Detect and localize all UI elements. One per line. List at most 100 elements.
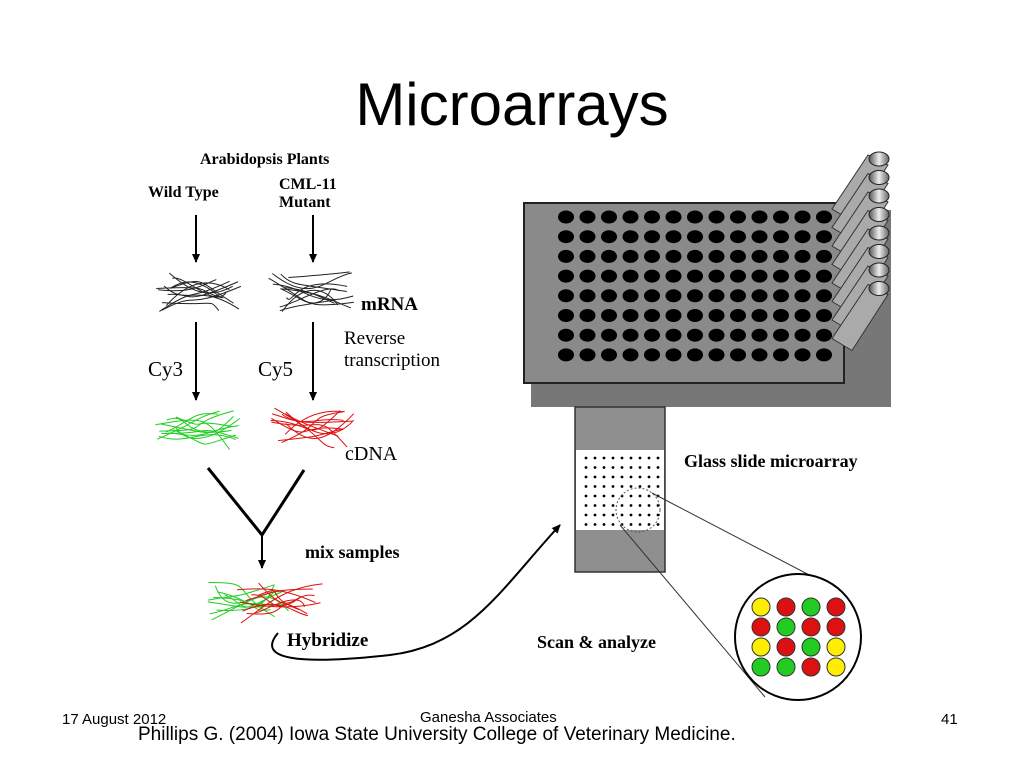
plate-well (644, 289, 660, 303)
slide-spot (611, 456, 615, 460)
slide-spot (584, 456, 588, 460)
plate-well (665, 328, 682, 342)
strand (239, 601, 321, 608)
slide-spot (638, 504, 642, 507)
strand (167, 281, 239, 298)
scan-analyze-label: Scan & analyze (537, 632, 656, 652)
slide-spot (620, 456, 624, 460)
plate-well (579, 309, 596, 322)
strand (168, 272, 233, 294)
plate-well (751, 328, 768, 342)
strand (209, 603, 280, 615)
mutant-label-line1: CML-11 (279, 176, 337, 193)
plate-well (558, 249, 574, 263)
mutant-label-line2: Mutant (279, 194, 331, 211)
slide-spot (656, 513, 660, 517)
plate-well (730, 210, 746, 224)
plate-well (687, 210, 703, 224)
slide-spot (602, 456, 606, 460)
plate-well (794, 269, 811, 283)
plate-well (644, 210, 660, 224)
strand (163, 285, 240, 310)
slide-spot (611, 475, 615, 479)
plate-well (773, 269, 789, 283)
strand (158, 434, 237, 441)
plate-well (816, 230, 832, 244)
slide-spot (629, 456, 633, 460)
plate-well (665, 348, 682, 362)
mixed-red-strands (236, 582, 323, 624)
slide-spot (602, 523, 606, 526)
plate-well (751, 230, 768, 244)
slide-spot (620, 466, 624, 469)
slide-spot (638, 523, 642, 526)
slide-spot (638, 456, 642, 460)
plate-well (622, 309, 639, 322)
plate-well (751, 269, 768, 283)
cy5-label: Cy5 (258, 357, 293, 381)
plate-well (687, 348, 703, 362)
zoomed-spot-red (826, 617, 846, 637)
plate-well (708, 348, 725, 362)
merge-lines (206, 467, 306, 538)
plate-well (730, 309, 746, 322)
plate-well (708, 309, 725, 322)
plate-well (558, 289, 574, 303)
plate-well (687, 249, 703, 263)
strand (288, 271, 350, 278)
plate-well (665, 230, 682, 244)
slide-spot (602, 485, 606, 488)
plate-well (622, 289, 639, 303)
strand (172, 277, 227, 298)
slide-spot (593, 494, 597, 498)
slide-spot (593, 504, 597, 507)
strand (280, 273, 347, 293)
plate-well (773, 230, 789, 244)
plate-well (579, 230, 596, 244)
plate-well (644, 230, 660, 244)
slide-spot (593, 523, 597, 526)
plate-well (601, 269, 617, 283)
plate-well (622, 348, 639, 362)
plate-well (708, 249, 725, 263)
plate-well (665, 289, 682, 303)
stack-ring (868, 244, 890, 259)
strand (271, 421, 348, 448)
plate-well (622, 328, 639, 342)
slide-spot (647, 466, 651, 469)
footer-center: Ganesha Associates (420, 709, 557, 726)
plate-well (687, 289, 703, 303)
strand (281, 413, 344, 423)
plate-well (687, 309, 703, 322)
slide-spot (584, 475, 588, 479)
slide-spot (629, 485, 633, 488)
zoomed-spot-panel (734, 573, 862, 701)
strand (168, 425, 239, 436)
plate-well (665, 309, 682, 322)
zoomed-spot-green (801, 637, 821, 657)
plate-well (794, 348, 811, 362)
microplate-wells (558, 210, 832, 362)
strand (246, 603, 308, 615)
plate-well (730, 230, 746, 244)
plate-well (579, 289, 596, 303)
slide-spot (602, 475, 606, 479)
plate-well (816, 328, 832, 342)
slide-spot (629, 523, 633, 526)
plate-well (708, 289, 725, 303)
plate-well (794, 210, 811, 224)
strand (174, 418, 241, 439)
plate-well (558, 210, 574, 224)
plate-well (644, 328, 660, 342)
reverse-transcription-label-line2: transcription (344, 350, 441, 371)
plate-well (773, 309, 789, 322)
strand (285, 413, 355, 439)
plate-well (622, 249, 639, 263)
plate-well (558, 269, 574, 283)
plate-well (579, 210, 596, 224)
strand (161, 429, 239, 439)
strand (158, 279, 217, 292)
mrna-label: mRNA (361, 294, 418, 315)
stack-ring (868, 170, 890, 185)
slide-spot (611, 494, 615, 498)
